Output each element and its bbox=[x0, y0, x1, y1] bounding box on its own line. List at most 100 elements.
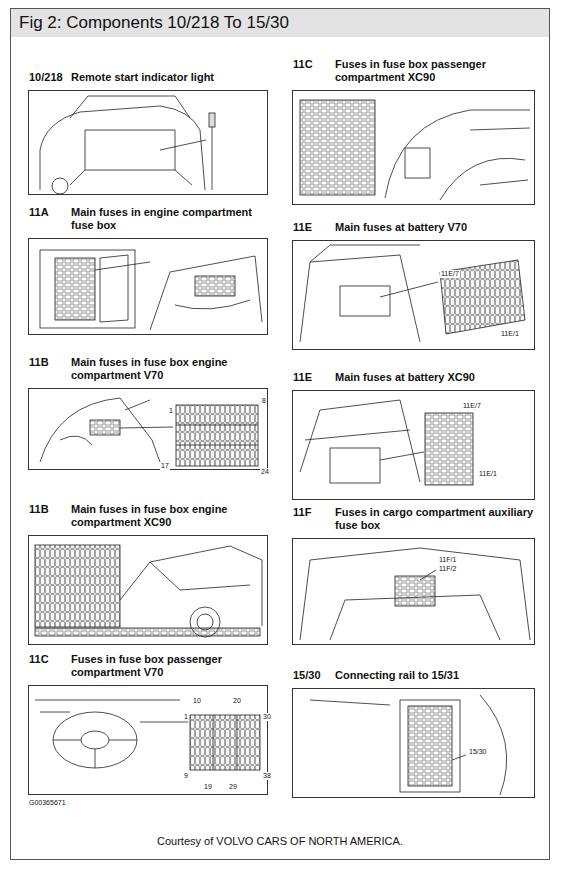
line-art bbox=[100, 255, 128, 322]
callout-number: 24 bbox=[260, 468, 270, 476]
line-art bbox=[60, 400, 150, 445]
callout-number: 38 bbox=[262, 772, 272, 780]
line-art bbox=[408, 706, 452, 786]
line-art bbox=[197, 614, 213, 630]
figure-panel: 11FFuses in cargo compartment auxiliary … bbox=[292, 538, 535, 645]
line-art bbox=[150, 256, 262, 330]
line-art bbox=[213, 715, 237, 770]
callout-number: 11E/7 bbox=[462, 402, 482, 410]
panel-heading: 15/30 Connecting rail to 15/31 bbox=[293, 669, 536, 682]
line-art bbox=[70, 96, 190, 118]
callout-number: 11E/1 bbox=[500, 330, 520, 338]
component-name: Remote start indicator light bbox=[71, 71, 214, 84]
line-art bbox=[35, 96, 530, 795]
callout-number: 17 bbox=[160, 462, 170, 470]
line-art bbox=[53, 740, 137, 768]
line-art bbox=[160, 140, 206, 150]
line-art bbox=[120, 427, 173, 428]
line-art bbox=[40, 250, 135, 328]
line-art bbox=[420, 570, 436, 580]
line-art bbox=[53, 712, 137, 768]
callout-number: 19 bbox=[203, 783, 213, 791]
callout-number: 11E/1 bbox=[478, 470, 498, 478]
line-art bbox=[330, 448, 380, 483]
line-art bbox=[176, 405, 258, 466]
component-number: 11B bbox=[29, 356, 65, 382]
component-number: 11C bbox=[293, 58, 329, 84]
line-art bbox=[212, 127, 213, 190]
line-art bbox=[70, 170, 192, 185]
line-art bbox=[35, 700, 180, 712]
figure-panel: 11EMain fuses at battery V70 bbox=[292, 240, 535, 350]
line-art bbox=[140, 722, 188, 723]
panel-heading: 11FFuses in cargo compartment auxiliary … bbox=[293, 506, 536, 532]
line-art bbox=[380, 452, 424, 460]
callout-number: 11F/1 bbox=[438, 556, 457, 564]
panel-heading: 11AMain fuses in engine compartment fuse… bbox=[29, 206, 269, 232]
line-art bbox=[35, 545, 120, 627]
component-name: Fuses in fuse box passenger compartment … bbox=[335, 58, 536, 84]
line-art bbox=[209, 113, 215, 127]
panel-heading: 10/218 Remote start indicator light bbox=[29, 71, 269, 84]
figure-panel: 11CFuses in fuse box passenger compartme… bbox=[292, 90, 535, 205]
callout-number: 11E/7 bbox=[440, 270, 460, 278]
panel-heading: 11CFuses in fuse box passenger compartme… bbox=[29, 653, 269, 679]
callout-number: 1 bbox=[183, 713, 189, 721]
line-art bbox=[395, 576, 435, 606]
line-art bbox=[310, 695, 507, 795]
component-name: Fuses in fuse box passenger compartment … bbox=[71, 653, 269, 679]
line-art bbox=[400, 700, 460, 792]
component-number: 11A bbox=[29, 206, 65, 232]
title-band: Fig 2: Components 10/218 To 15/30 bbox=[11, 9, 549, 37]
panel-heading: 11EMain fuses at battery V70 bbox=[293, 221, 536, 234]
line-art bbox=[176, 425, 258, 445]
line-art bbox=[300, 255, 420, 342]
line-art bbox=[440, 260, 525, 334]
component-number: 10/218 bbox=[29, 71, 65, 84]
component-name: Main fuses at battery XC90 bbox=[335, 371, 475, 384]
line-art bbox=[305, 430, 410, 440]
line-art bbox=[81, 731, 109, 749]
component-name: Connecting rail to 15/31 bbox=[335, 669, 459, 682]
panel-heading: 11CFuses in fuse box passenger compartme… bbox=[293, 58, 536, 84]
line-art bbox=[90, 420, 120, 435]
line-art bbox=[300, 100, 375, 195]
line-art bbox=[35, 628, 260, 636]
component-number: 11E bbox=[293, 371, 329, 384]
component-name: Main fuses in engine compartment fuse bo… bbox=[71, 206, 269, 232]
line-art bbox=[40, 398, 160, 462]
component-name: Main fuses in fuse box engine compartmen… bbox=[71, 503, 269, 529]
line-art bbox=[300, 548, 530, 640]
figure-panel: 11EMain fuses at battery XC90 bbox=[292, 390, 535, 500]
callout-number: 9 bbox=[183, 772, 189, 780]
callout-number: 20 bbox=[232, 697, 242, 705]
callout-number: 11F/2 bbox=[438, 565, 457, 573]
component-name: Fuses in cargo compartment auxiliary fus… bbox=[335, 506, 536, 532]
component-number: 15/30 bbox=[293, 669, 329, 682]
line-art bbox=[52, 178, 68, 194]
component-number: 11B bbox=[29, 503, 65, 529]
panel-heading: 11E Main fuses at battery XC90 bbox=[293, 371, 536, 384]
line-art bbox=[380, 282, 438, 297]
line-art bbox=[310, 245, 420, 262]
line-art bbox=[340, 286, 390, 316]
component-number: 11C bbox=[29, 653, 65, 679]
line-art bbox=[55, 258, 95, 320]
line-art bbox=[195, 276, 235, 296]
line-art bbox=[120, 546, 262, 626]
callout-number: 8 bbox=[261, 397, 267, 405]
line-art bbox=[425, 413, 473, 485]
line-art bbox=[150, 562, 250, 590]
caption: Courtesy of VOLVO CARS OF NORTH AMERICA. bbox=[12, 834, 548, 848]
line-art bbox=[385, 110, 530, 198]
figure-panel: 10/218Remote start indicator light bbox=[28, 90, 268, 195]
panel-heading: 11BMain fuses in fuse box engine compart… bbox=[29, 503, 269, 529]
line-art bbox=[95, 262, 150, 270]
figure-panel: 11BMain fuses in fuse box engine compart… bbox=[28, 535, 268, 645]
callout-number: 15/30 bbox=[468, 748, 488, 756]
callout-number: 1 bbox=[168, 407, 174, 415]
callout-number: 29 bbox=[228, 783, 238, 791]
title: Fig 2: Components 10/218 To 15/30 bbox=[19, 13, 289, 33]
component-number: 11F bbox=[293, 506, 329, 532]
